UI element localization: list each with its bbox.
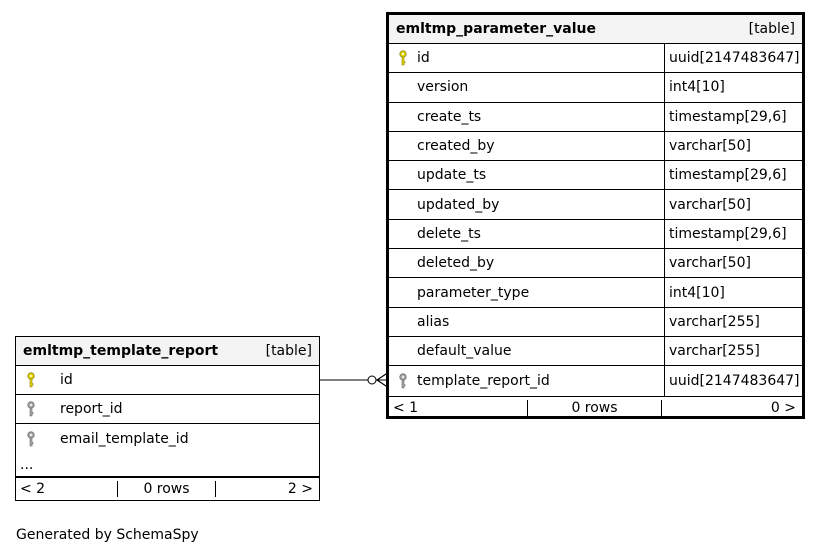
column-type: varchar[50] [669,196,751,213]
column-type: varchar[50] [669,255,751,272]
footer-divider [661,400,663,417]
primary-key-icon [389,44,417,72]
column-name: email_template_id [60,430,189,447]
footer-child-count[interactable]: 2 > [287,481,313,497]
column-row[interactable]: report_id [16,395,319,424]
column-name: parameter_type [417,278,665,307]
primary-key-icon [16,366,46,394]
key-cell [389,190,417,218]
footer-divider [215,481,216,497]
footer-divider [117,481,118,497]
table-footer: < 2 0 rows 2 > [16,477,319,500]
column-name: template_report_id [417,366,665,396]
column-type: timestamp[29,6] [669,225,787,242]
generated-by-label: Generated by SchemaSpy [16,527,199,543]
footer-parent-count[interactable]: < 1 [393,400,419,417]
footer-divider [526,400,528,417]
key-cell [389,308,417,336]
table-name: emltmp_parameter_value [396,21,597,37]
relationship-optional-circle [367,375,377,385]
foreign-key-icon [389,366,417,395]
relationship-crowfoot [376,373,387,387]
key-cell [389,249,417,277]
table-footer: < 1 0 rows 0 > [389,395,802,420]
table-header: emltmp_parameter_value [table] [389,15,802,44]
column-name: id [417,44,665,73]
column-type: timestamp[29,6] [669,108,787,125]
column-name: delete_ts [417,219,665,249]
column-row[interactable]: id [16,366,319,395]
column-type: varchar[50] [669,138,751,155]
key-cell [389,278,417,306]
column-name: id [60,372,73,388]
column-type: varchar[255] [669,343,760,360]
footer-row-count: 0 rows [143,481,190,497]
key-cell [389,220,417,248]
column-type: int4[10] [669,79,725,96]
column-list: id report_id email_template_id [16,366,319,453]
key-cell [389,103,417,131]
column-name: update_ts [417,161,665,190]
table-emltmp-template-report[interactable]: emltmp_template_report [table] id report_… [15,336,320,501]
table-name: emltmp_template_report [23,343,219,359]
column-type: varchar[255] [669,313,760,330]
column-name: created_by [417,131,665,161]
foreign-key-icon [16,424,46,453]
column-name: version [417,73,665,102]
column-name: alias [417,307,665,336]
column-row[interactable]: email_template_id [16,424,319,453]
key-cell [389,73,417,101]
table-kind: [table] [748,21,795,37]
column-name: updated_by [417,190,665,219]
key-cell [389,161,417,189]
column-type: timestamp[29,6] [669,167,787,184]
ellipsis-row: ... [16,453,319,477]
column-type: uuid[2147483647] [669,50,800,67]
column-type: uuid[2147483647] [669,372,800,389]
foreign-key-icon [16,395,46,423]
ellipsis-text: ... [20,456,34,473]
column-name: default_value [417,336,665,366]
footer-child-count[interactable]: 0 > [770,400,797,417]
key-cell [389,337,417,365]
column-type: int4[10] [669,284,725,301]
footer-row-count: 0 rows [571,400,618,417]
column-name: create_ts [417,102,665,131]
column-name: deleted_by [417,249,665,278]
key-cell [389,132,417,160]
footer-parent-count[interactable]: < 2 [20,481,46,497]
column-name: report_id [60,401,123,417]
table-header: emltmp_template_report [table] [16,337,319,366]
table-kind: [table] [265,343,312,359]
